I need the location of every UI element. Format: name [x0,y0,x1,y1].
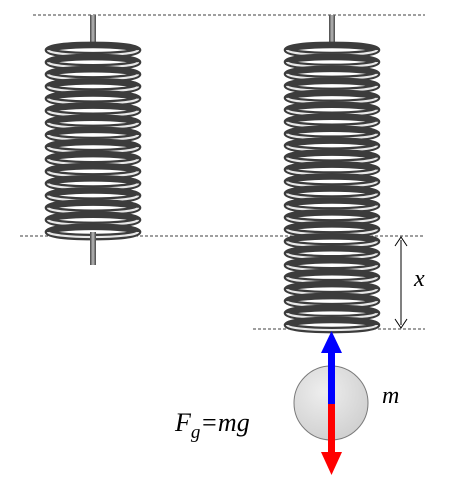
right-spring-top-rod [329,15,335,45]
extension-label: x [413,266,425,292]
mass-label: m [382,383,399,409]
spring-force-arrow [321,331,342,404]
extension-dimension [394,236,408,329]
gravity-force-arrow [321,404,342,475]
right-spring [283,15,381,334]
left-spring [44,15,142,265]
right-spring-turn-highlight [285,324,379,332]
gravity-force-equation: =mg [200,408,249,437]
gravity-force-subscript: g [191,422,201,443]
left-spring-top-rod [90,15,96,45]
gravity-force-label: Fg=mg [174,408,250,443]
left-spring-coils [44,41,142,241]
gravity-force-symbol: F [174,408,192,437]
right-spring-coils [283,41,381,334]
left-spring-bottom-rod [90,232,96,265]
